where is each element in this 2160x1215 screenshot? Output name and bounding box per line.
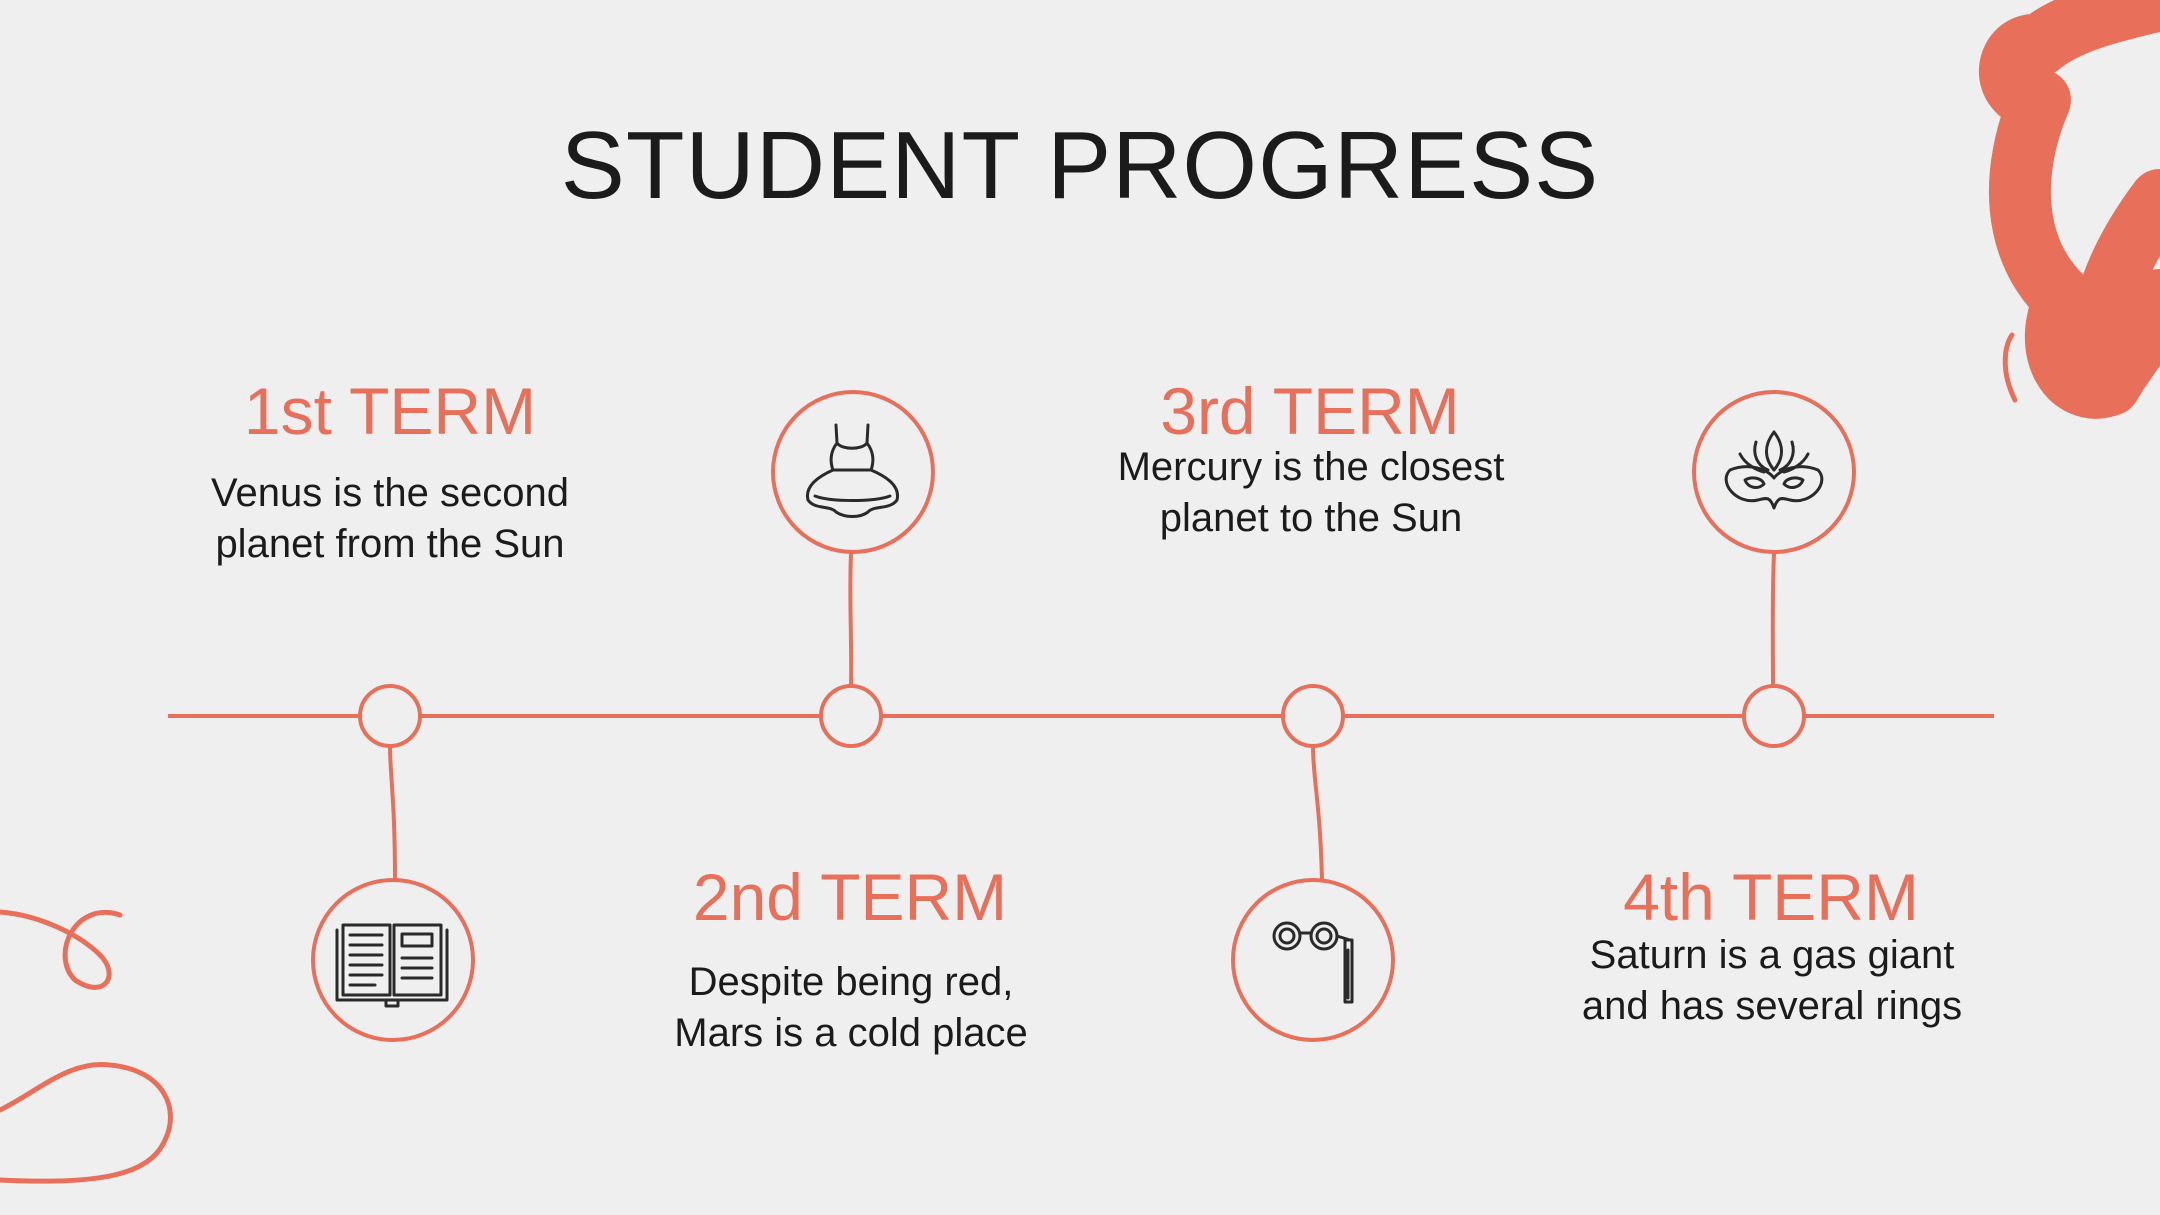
book-icon [335,923,449,1008]
decorative-squiggle-bottom-left [0,1061,173,1184]
opera-glasses-icon [1272,921,1354,1004]
decorative-squiggle-top-right [1979,0,2160,419]
connector-2 [848,552,854,687]
decorative-arc-top-right [2002,332,2018,403]
connector-3 [1311,745,1324,881]
term-4-heading: 4th TERM [1623,860,1919,934]
ballet-tutu-icon [805,423,900,518]
term-4-description: Saturn is a gas giant and has several ri… [1581,933,1963,1028]
page-title: STUDENT PROGRESS [560,112,1600,219]
term-1-heading: 1st TERM [243,374,537,448]
carnival-mask-icon [1724,430,1824,510]
term-3-description: Mercury is the closest planet to the Sun [1117,445,1505,540]
term-1-description: Venus is the second planet from the Sun [210,471,570,566]
decorative-squiggle-left [0,909,123,990]
term-3-heading: 3rd TERM [1160,374,1460,448]
connector-4 [1770,552,1776,687]
term-2-description: Despite being red, Mars is a cold place [674,960,1028,1055]
timeline-node-1 [358,684,422,748]
timeline-node-4 [1742,684,1806,748]
icon-circle-2 [771,390,935,554]
icon-circle-1 [311,878,475,1042]
timeline-node-2 [819,684,883,748]
connector-1 [388,745,397,881]
timeline-node-3 [1281,684,1345,748]
icon-circle-3 [1231,878,1395,1042]
icon-circle-4 [1692,390,1856,554]
term-2-heading: 2nd TERM [692,860,1008,934]
